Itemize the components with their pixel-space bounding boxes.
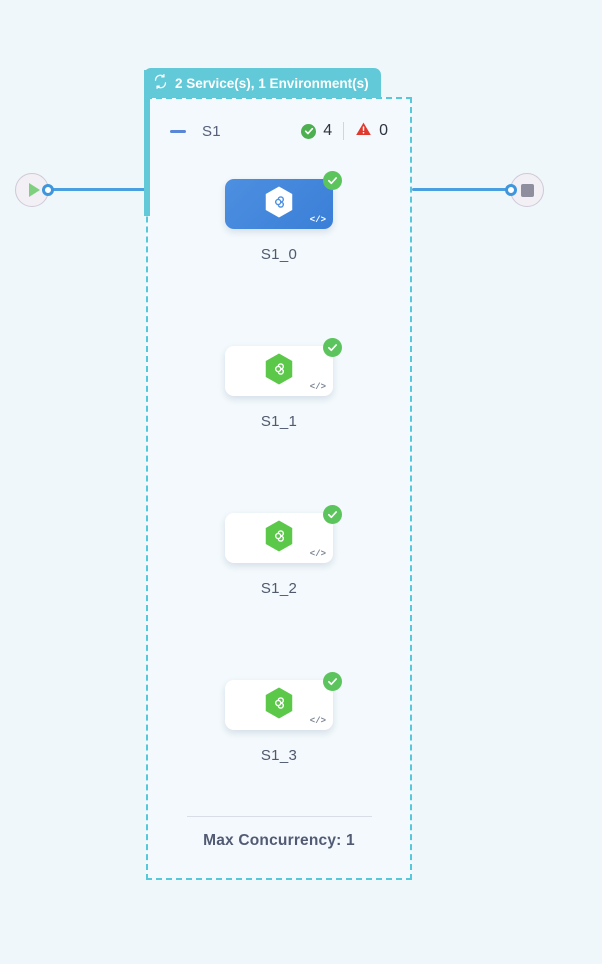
hexagon-infinity-icon — [264, 353, 294, 390]
node-card[interactable]: </> — [225, 505, 342, 563]
play-triangle-icon — [28, 183, 40, 197]
service-status-group: 4 0 — [301, 121, 388, 142]
warning-triangle-icon — [355, 121, 372, 142]
check-circle-icon — [323, 171, 342, 190]
edge-start-to-group — [46, 188, 146, 191]
node-s1-2[interactable]: </> S1_2 — [225, 505, 342, 597]
node-card[interactable]: </> — [225, 338, 342, 396]
group-left-accent-bar — [144, 70, 150, 216]
node-s1-1[interactable]: </> S1_1 — [225, 338, 342, 430]
status-divider — [343, 122, 345, 140]
stop-square-icon — [520, 183, 534, 197]
node-s1-0[interactable]: </> S1_0 — [225, 171, 342, 263]
footer-divider — [187, 816, 372, 817]
node-card[interactable]: </> — [225, 171, 342, 229]
service-header-row[interactable]: S1 4 0 — [170, 118, 388, 144]
node-label: S1_0 — [260, 246, 298, 263]
hexagon-infinity-icon — [264, 520, 294, 557]
check-circle-icon — [301, 123, 317, 139]
node-label: S1_2 — [260, 580, 298, 597]
service-name-label: S1 — [202, 122, 221, 140]
end-node-handle[interactable] — [505, 184, 517, 196]
start-node-handle[interactable] — [42, 184, 54, 196]
warning-count: 0 — [379, 122, 388, 139]
check-circle-icon — [323, 338, 342, 357]
node-label: S1_3 — [260, 747, 298, 764]
group-header-badge[interactable]: 2 Service(s), 1 Environment(s) — [144, 68, 381, 98]
node-card[interactable]: </> — [225, 672, 342, 730]
code-brackets-icon: </> — [309, 382, 326, 392]
loop-refresh-icon — [153, 74, 168, 92]
node-s1-3[interactable]: </> S1_3 — [225, 672, 342, 764]
check-circle-icon — [323, 672, 342, 691]
node-label: S1_1 — [260, 413, 298, 430]
minus-collapse-icon[interactable] — [170, 129, 186, 133]
max-concurrency-label: Max Concurrency: 1 — [203, 832, 355, 849]
hexagon-infinity-icon — [264, 687, 294, 724]
code-brackets-icon: </> — [309, 215, 326, 225]
hexagon-infinity-icon — [264, 186, 294, 223]
check-circle-icon — [323, 505, 342, 524]
edge-group-to-end — [412, 188, 516, 191]
code-brackets-icon: </> — [309, 549, 326, 559]
code-brackets-icon: </> — [309, 716, 326, 726]
group-header-label: 2 Service(s), 1 Environment(s) — [175, 75, 369, 91]
success-count: 4 — [323, 122, 333, 139]
